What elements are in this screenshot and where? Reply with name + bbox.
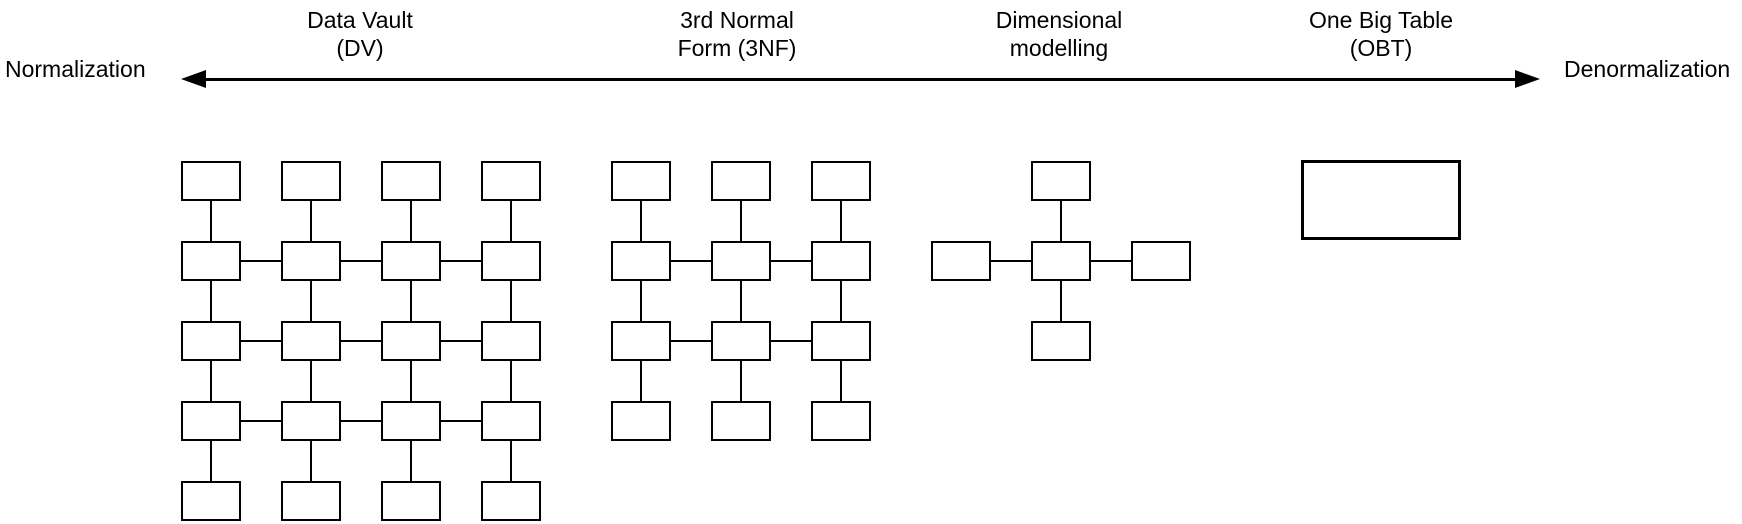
table-box (611, 321, 671, 361)
connector-line (840, 201, 842, 241)
one-big-table-label: One Big Table (OBT) (1308, 7, 1454, 61)
table-box (381, 161, 441, 201)
connector-line (210, 441, 212, 481)
connector-line (310, 441, 312, 481)
table-box (711, 161, 771, 201)
table-box (811, 401, 871, 441)
connector-line (671, 260, 711, 262)
connector-line (441, 420, 481, 422)
third-normal-form-label: 3rd Normal Form (3NF) (677, 7, 797, 61)
dimensional-modelling-label: Dimensional modelling (995, 7, 1123, 61)
table-box (611, 161, 671, 201)
table-box (931, 241, 991, 281)
connector-line (840, 281, 842, 321)
connector-line (740, 201, 742, 241)
table-box (481, 401, 541, 441)
connector-line (991, 260, 1031, 262)
table-box (281, 321, 341, 361)
table-box (181, 401, 241, 441)
table-box (181, 481, 241, 521)
table-box (481, 321, 541, 361)
connector-line (310, 361, 312, 401)
connector-line (1060, 281, 1062, 321)
table-box (381, 481, 441, 521)
table-box (611, 241, 671, 281)
table-box (711, 321, 771, 361)
connector-line (510, 361, 512, 401)
table-box (181, 161, 241, 201)
connector-line (740, 281, 742, 321)
connector-line (241, 340, 281, 342)
connector-line (241, 420, 281, 422)
connector-line (640, 281, 642, 321)
table-box (381, 401, 441, 441)
connector-line (241, 260, 281, 262)
connector-line (210, 201, 212, 241)
table-box (481, 481, 541, 521)
connector-line (441, 340, 481, 342)
connector-line (410, 441, 412, 481)
arrow-head-right-icon (1515, 70, 1540, 88)
normalization-label: Normalization (5, 56, 146, 82)
denormalization-label: Denormalization (1564, 56, 1731, 82)
connector-line (210, 281, 212, 321)
connector-line (310, 201, 312, 241)
table-box (281, 241, 341, 281)
connector-line (510, 441, 512, 481)
connector-line (410, 201, 412, 241)
table-box (381, 321, 441, 361)
arrow-head-left-icon (181, 70, 206, 88)
connector-line (510, 281, 512, 321)
table-box (811, 161, 871, 201)
table-box (281, 161, 341, 201)
data-vault-label: Data Vault (DV) (307, 7, 413, 61)
table-box (711, 241, 771, 281)
connector-line (341, 420, 381, 422)
table-box (1031, 321, 1091, 361)
connector-line (640, 201, 642, 241)
table-box (281, 481, 341, 521)
connector-line (310, 281, 312, 321)
connector-line (640, 361, 642, 401)
table-box (811, 241, 871, 281)
table-box (281, 401, 341, 441)
connector-line (771, 260, 811, 262)
table-box (1131, 241, 1191, 281)
connector-line (341, 340, 381, 342)
table-box (711, 401, 771, 441)
connector-line (771, 340, 811, 342)
connector-line (1091, 260, 1131, 262)
table-box (181, 321, 241, 361)
connector-line (410, 281, 412, 321)
connector-line (510, 201, 512, 241)
table-box (1031, 241, 1091, 281)
connector-line (671, 340, 711, 342)
table-box (1031, 161, 1091, 201)
connector-line (740, 361, 742, 401)
arrow-shaft (204, 78, 1517, 81)
connector-line (441, 260, 481, 262)
connector-line (341, 260, 381, 262)
table-box (1301, 160, 1461, 240)
table-box (381, 241, 441, 281)
table-box (611, 401, 671, 441)
connector-line (840, 361, 842, 401)
connector-line (410, 361, 412, 401)
connector-line (210, 361, 212, 401)
connector-line (1060, 201, 1062, 241)
table-box (481, 161, 541, 201)
table-box (481, 241, 541, 281)
table-box (181, 241, 241, 281)
table-box (811, 321, 871, 361)
